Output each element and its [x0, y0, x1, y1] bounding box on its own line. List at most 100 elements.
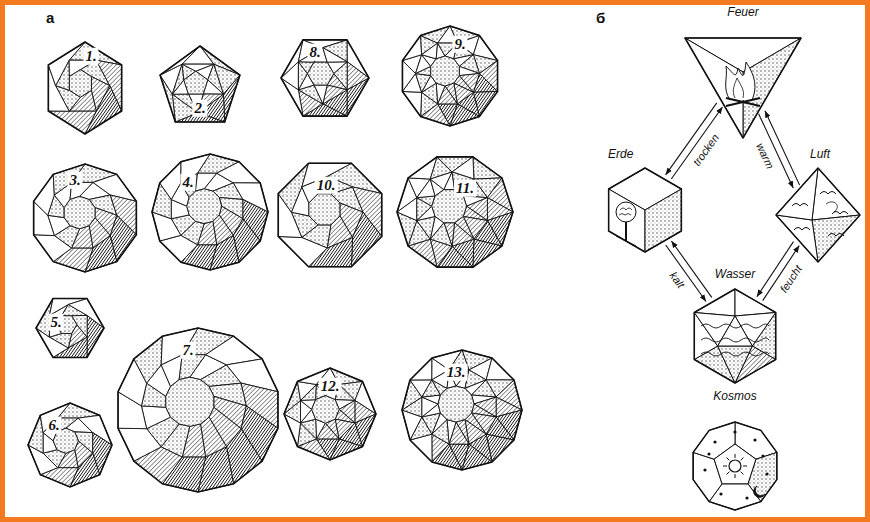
sketch-line: [826, 202, 837, 212]
polyhedron-drawing: [278, 163, 381, 266]
platonic-solid: Feuer: [680, 6, 806, 142]
edge-label: warm: [753, 139, 778, 172]
archimedean-solid: 5.: [33, 291, 107, 365]
octahedron-drawing: [776, 168, 860, 262]
platonic-solid: Luft: [770, 148, 864, 266]
polyhedron-face: [323, 40, 347, 62]
element-name: Kosmos: [713, 390, 756, 403]
callout-number: 1.: [83, 48, 98, 65]
archimedean-solid: 3.: [28, 161, 142, 275]
polyhedron-outline: [152, 154, 268, 270]
polyhedron-figure: [680, 6, 806, 142]
polyhedron-face: [34, 174, 55, 215]
polyhedron-drawing: [402, 26, 497, 126]
sketch-line: [794, 228, 810, 231]
arrow-line: [765, 111, 800, 185]
star-dot: [703, 468, 706, 471]
polyhedron-outline: [48, 42, 121, 134]
callout-number: 2.: [192, 100, 207, 117]
edge-line: [726, 98, 760, 106]
element-name: Feuer: [727, 6, 758, 19]
polyhedron-outline: [397, 157, 513, 267]
polyhedron-figure: [394, 151, 516, 273]
platonic-solid: Kosmos: [685, 390, 785, 516]
polyhedron-figure: [25, 400, 115, 490]
tetrahedron-drawing: [685, 38, 801, 138]
facet: [609, 168, 682, 252]
archimedean-solid: 2.: [155, 43, 245, 133]
polyhedron-face: [298, 40, 322, 62]
callout-number: 4.: [180, 174, 195, 191]
archimedean-solid: 13.: [399, 347, 525, 473]
callout-number: 12.: [319, 378, 342, 395]
callout-number: 6.: [46, 417, 61, 434]
callout-number: 3.: [67, 172, 82, 189]
polyhedron-drawing: [34, 164, 137, 272]
polyhedron-face: [416, 74, 431, 93]
polyhedron-figure: [149, 151, 271, 273]
sketch-line: [820, 192, 836, 195]
polyhedron-figure: [685, 390, 785, 516]
edge-line: [741, 458, 744, 461]
polyhedron-figure: [600, 148, 692, 256]
facet: [693, 422, 777, 510]
callout-number: 10.: [315, 177, 338, 194]
star-dot: [713, 440, 716, 443]
polyhedron-drawing: [281, 40, 369, 116]
polyhedron-outline: [34, 164, 137, 272]
callout-number: 13.: [445, 364, 468, 381]
facet: [645, 189, 681, 252]
polyhedron-face: [184, 71, 208, 94]
polyhedron-figure: [28, 161, 142, 275]
polyhedron-face: [301, 385, 317, 401]
icosahedron-drawing: [694, 289, 775, 383]
polyhedron-face: [452, 223, 474, 246]
polyhedron-face: [196, 173, 217, 191]
double-arrow: [666, 241, 712, 302]
edge-label: feucht: [776, 262, 805, 297]
polyhedron-outline: [278, 163, 381, 266]
polyhedron-face: [309, 194, 340, 225]
edge-label: trocken: [690, 130, 724, 170]
polyhedron-face: [312, 396, 340, 424]
sketch-line: [792, 204, 808, 207]
facet: [694, 289, 775, 383]
polyhedron-outline: [118, 328, 278, 492]
polyhedron-drawing: [28, 403, 112, 487]
star-dot: [753, 438, 756, 441]
star-dot: [707, 452, 710, 455]
edge-line: [735, 474, 736, 478]
star-dot: [765, 472, 768, 475]
sketch-line: [701, 338, 769, 342]
polyhedron-face: [64, 196, 95, 228]
polyhedron-outline: [402, 26, 497, 126]
facet: [685, 38, 801, 138]
polyhedron-face: [69, 70, 91, 98]
polyhedron-face: [351, 212, 381, 267]
polyhedron-figure: [397, 23, 503, 129]
polyhedron-face: [278, 236, 327, 266]
star-dot: [719, 492, 722, 495]
facet: [776, 168, 860, 262]
edge-line: [735, 454, 736, 458]
polyhedron-face: [472, 380, 497, 397]
polyhedron-face: [431, 56, 460, 86]
polyhedron-face: [134, 336, 163, 383]
archimedean-solid: 7.: [113, 325, 283, 495]
polyhedron-drawing: [152, 154, 268, 270]
polyhedron-outline: [160, 46, 240, 122]
archimedean-solid: 1.: [36, 39, 134, 137]
callout-number: 11.: [454, 180, 476, 197]
polyhedron-outline: [28, 403, 112, 487]
tree-crown: [616, 202, 636, 222]
archimedean-solid: 11.: [394, 151, 516, 273]
facet: [812, 168, 860, 220]
sketch-line: [733, 78, 743, 98]
polyhedron-figure: [278, 31, 372, 125]
sketch-line: [701, 324, 769, 328]
sketch-line: [754, 486, 765, 497]
polyhedron-figure: [155, 43, 245, 133]
edge-line: [726, 98, 760, 106]
edge-line: [723, 466, 727, 467]
